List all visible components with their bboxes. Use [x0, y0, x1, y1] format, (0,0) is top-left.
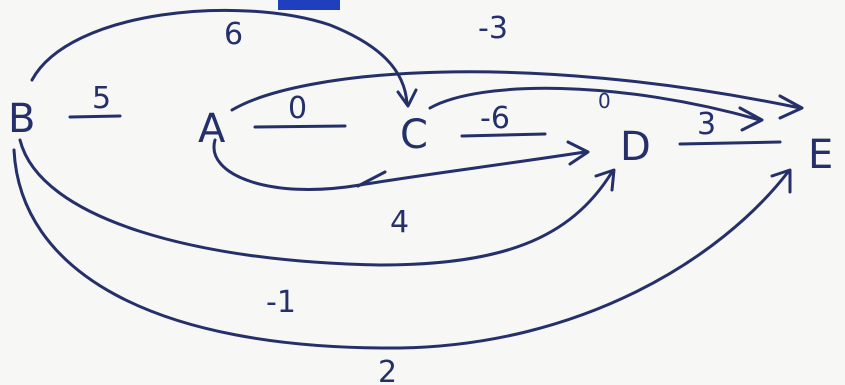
edge-A-C-line [253, 124, 347, 129]
edge-B-A-line [68, 114, 122, 119]
edge-B-C [30, 8, 409, 106]
node-C: C [400, 112, 428, 158]
node-E: E [808, 132, 833, 178]
edge-C-D-line [460, 132, 547, 138]
top-marker [278, 0, 340, 10]
edge-D-E [678, 140, 782, 146]
weight-C-D: -6 [480, 101, 510, 136]
weight-B-C: 6 [224, 17, 243, 52]
edge-A-E [230, 70, 802, 112]
weight-A-C: 0 [288, 91, 307, 126]
weight-A-E: -3 [478, 11, 508, 46]
arrowhead-B-D [594, 168, 616, 192]
edge-B-E [12, 148, 790, 350]
weight-D-E: 3 [697, 107, 716, 142]
arrowhead-A-E [778, 94, 804, 120]
arrowhead-C-E [738, 106, 764, 132]
edge-C-E [428, 86, 762, 122]
arrowhead-A-D [566, 140, 590, 166]
weight-B-A: 5 [92, 81, 111, 116]
arrowhead-B-E [770, 168, 792, 194]
weight-C-E: 0 [598, 89, 611, 113]
node-B: B [8, 96, 35, 142]
node-A: A [198, 106, 226, 152]
node-D: D [620, 124, 651, 170]
arrowhead-B-C [396, 88, 418, 108]
edge-A-D-tick [356, 170, 387, 188]
edge-B-D [18, 138, 614, 267]
weight-B-D: -1 [266, 285, 296, 320]
weight-A-D: 4 [390, 205, 409, 240]
weight-B-E: 2 [378, 355, 397, 385]
